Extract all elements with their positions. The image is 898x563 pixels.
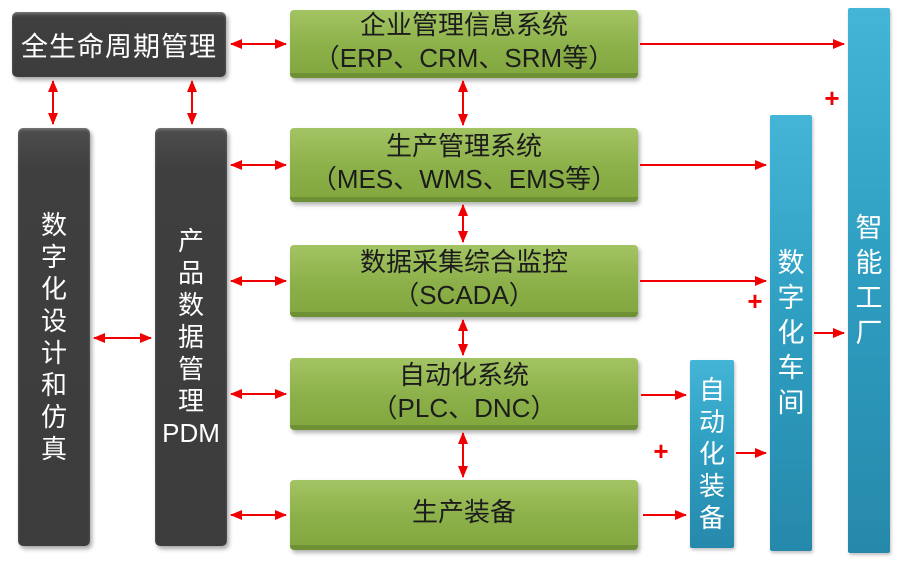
box-automation-system: 自动化系统 （PLC、DNC） <box>290 358 638 430</box>
box-production-equipment-line1: 生产装备 <box>411 497 516 527</box>
box-automation-system-line1: 自动化系统 <box>398 359 529 390</box>
box-scada-line1: 数据采集综合监控 <box>359 246 568 277</box>
box-digital-design-simulation: 数 字 化 设 计 和 仿 真 <box>18 128 90 546</box>
box-mes: 生产管理系统 （MES、WMS、EMS等） <box>290 128 638 202</box>
box-smart-factory-label: 智 能 工 厂 <box>855 212 883 348</box>
box-smart-factory: 智 能 工 厂 <box>848 8 890 553</box>
box-lifecycle-management-label: 全生命周期管理 <box>21 32 217 62</box>
box-scada: 数据采集综合监控 （SCADA） <box>290 245 638 317</box>
box-erp-line1: 企业管理信息系统 <box>359 9 568 40</box>
box-erp: 企业管理信息系统 （ERP、CRM、SRM等） <box>290 10 638 78</box>
box-erp-line2: （ERP、CRM、SRM等） <box>313 42 615 73</box>
plus-sign-factory: + <box>824 83 840 113</box>
plus-sign-equipment: + <box>653 436 669 466</box>
box-pdm: 产 品 数 据 管 理 PDM <box>155 128 227 546</box>
box-automation-equipment-label: 自 动 化 装 备 <box>698 375 725 533</box>
box-production-equipment: 生产装备 <box>290 480 638 550</box>
box-lifecycle-management: 全生命周期管理 <box>12 12 226 77</box>
box-pdm-label: 产 品 数 据 管 理 PDM <box>162 226 220 448</box>
box-mes-line1: 生产管理系统 <box>385 130 542 161</box>
box-digital-design-simulation-label: 数 字 化 设 计 和 仿 真 <box>40 210 67 464</box>
box-mes-line2: （MES、WMS、EMS等） <box>310 163 618 194</box>
box-scada-line2: （SCADA） <box>393 279 535 310</box>
box-digital-workshop-label: 数 字 化 车 间 <box>777 247 805 418</box>
box-automation-system-line2: （PLC、DNC） <box>371 392 557 423</box>
box-automation-equipment: 自 动 化 装 备 <box>690 360 734 548</box>
box-digital-workshop: 数 字 化 车 间 <box>770 115 812 551</box>
plus-sign-workshop: + <box>747 286 763 316</box>
